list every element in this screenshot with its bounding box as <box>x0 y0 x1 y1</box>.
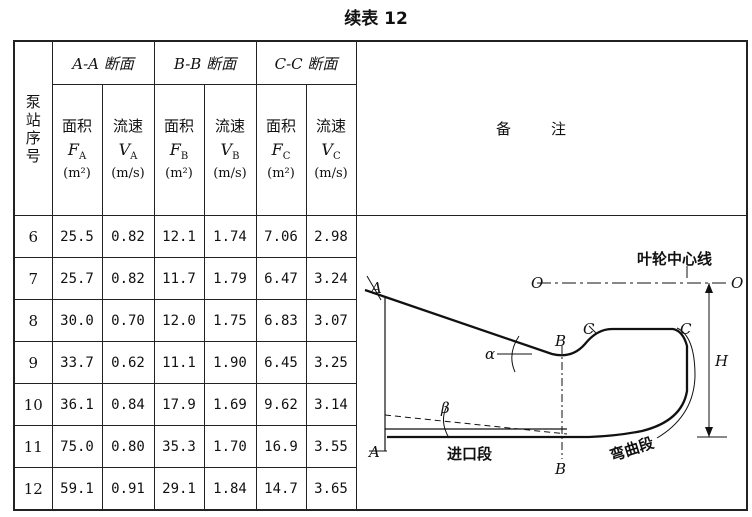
area-c: 6.47 <box>255 257 307 300</box>
h-arrow-top <box>704 283 713 293</box>
table-row: 12 59.1 0.91 29.1 1.84 14.7 3.65 <box>13 467 747 511</box>
speed-a: 0.70 <box>101 299 155 342</box>
area-c: 7.06 <box>255 215 307 258</box>
pump-number: 9 <box>13 341 53 384</box>
inlet-label: 进口段 <box>447 445 492 463</box>
o-left-label: O <box>531 274 543 292</box>
area-b: 12.0 <box>153 299 205 342</box>
speed-a: 0.80 <box>101 425 155 468</box>
pump-number: 10 <box>13 383 53 426</box>
pump-number-header: 泵站序号 <box>13 40 53 216</box>
section-c-left-tick <box>588 325 597 335</box>
area-a: 75.0 <box>51 425 103 468</box>
speed-b: 1.70 <box>203 425 257 468</box>
bend-label: 弯曲段 <box>607 434 655 465</box>
table-row: 8 30.0 0.70 12.0 1.75 6.83 3.07 <box>13 299 747 342</box>
area-a: 36.1 <box>51 383 103 426</box>
pump-number-label: 泵站序号 <box>25 92 41 165</box>
section-a-header: A-A 断面 <box>51 40 155 85</box>
speed-c: 3.65 <box>305 467 357 511</box>
area-b: 11.7 <box>153 257 205 300</box>
h-label: H <box>714 352 729 370</box>
speed-c: 3.25 <box>305 341 357 384</box>
table-title: 续表 12 <box>344 9 408 29</box>
pump-number: 11 <box>13 425 53 468</box>
speed-c: 3.24 <box>305 257 357 300</box>
area-a: 25.7 <box>51 257 103 300</box>
speed-b: 1.90 <box>203 341 257 384</box>
table-row: 7 25.7 0.82 11.7 1.79 6.47 3.24 <box>13 257 747 300</box>
table-row: 10 36.1 0.84 17.9 1.69 9.62 3.14 <box>13 383 747 426</box>
impeller-center-label: 叶轮中心线 <box>637 250 712 268</box>
speed-c: 3.14 <box>305 383 357 426</box>
area-b: 12.1 <box>153 215 205 258</box>
speed-c: 2.98 <box>305 215 357 258</box>
area-a: 33.7 <box>51 341 103 384</box>
area-c: 6.45 <box>255 341 307 384</box>
table-row: 11 75.0 0.80 35.3 1.70 16.9 3.55 <box>13 425 747 468</box>
area-b: 11.1 <box>153 341 205 384</box>
table-row: 6 25.5 0.82 12.1 1.74 7.06 2.98 <box>13 215 747 511</box>
speed-b: 1.84 <box>203 467 257 511</box>
b-bottom-label: B <box>554 460 566 478</box>
speed-c-header: 流速 VC (m/s) <box>305 84 357 216</box>
speed-b: 1.79 <box>203 257 257 300</box>
section-c-header: C-C 断面 <box>255 40 357 85</box>
section-b-header: B-B 断面 <box>153 40 257 85</box>
speed-a: 0.82 <box>101 257 155 300</box>
c-left-label: C <box>583 320 595 338</box>
pump-number: 8 <box>13 299 53 342</box>
o-right-label: O <box>731 274 743 292</box>
channel-outline <box>364 288 688 439</box>
area-a: 25.5 <box>51 215 103 258</box>
flow-channel-diagram: O O A A B B C C α β H 叶轮中心线 进口段 弯曲段 <box>355 215 747 511</box>
pump-number: 12 <box>13 467 53 511</box>
pump-number: 7 <box>13 257 53 300</box>
area-c: 14.7 <box>255 467 307 511</box>
pump-number: 6 <box>13 215 53 258</box>
alpha-arc <box>510 335 519 373</box>
beta-reference-line <box>384 414 567 435</box>
area-c-header: 面积 FC (m²) <box>255 84 307 216</box>
diagram-svg: O O A A B B C C α β H 叶轮中心线 进口段 弯曲段 <box>364 250 743 478</box>
area-b: 29.1 <box>153 467 205 511</box>
area-c: 6.83 <box>255 299 307 342</box>
c-right-label: C <box>680 320 692 338</box>
data-table: 泵站序号 A-A 断面 B-B 断面 C-C 断面 备注 面积 FA (m²) … <box>13 40 748 511</box>
area-b: 17.9 <box>153 383 205 426</box>
area-b-header: 面积 FB (m²) <box>153 84 205 216</box>
speed-a: 0.62 <box>101 341 155 384</box>
beta-label: β <box>440 399 450 417</box>
speed-c: 3.55 <box>305 425 357 468</box>
speed-b: 1.75 <box>203 299 257 342</box>
h-arrow-bottom <box>704 427 713 437</box>
area-a-header: 面积 FA (m²) <box>51 84 103 216</box>
area-a: 59.1 <box>51 467 103 511</box>
speed-a: 0.84 <box>101 383 155 426</box>
speed-a: 0.82 <box>101 215 155 258</box>
beta-arc <box>442 405 449 439</box>
speed-b: 1.69 <box>203 383 257 426</box>
speed-c: 3.07 <box>305 299 357 342</box>
section-a-top-tick <box>366 275 381 301</box>
area-b: 35.3 <box>153 425 205 468</box>
area-c: 16.9 <box>255 425 307 468</box>
speed-a-header: 流速 VA (m/s) <box>101 84 155 216</box>
speed-b: 1.74 <box>203 215 257 258</box>
area-c: 9.62 <box>255 383 307 426</box>
speed-b-header: 流速 VB (m/s) <box>203 84 257 216</box>
b-top-label: B <box>554 332 566 350</box>
speed-a: 0.91 <box>101 467 155 511</box>
remarks-header: 备注 <box>355 40 747 216</box>
section-c-arc <box>656 327 696 439</box>
area-a: 30.0 <box>51 299 103 342</box>
a-bottom-label: A <box>367 443 380 461</box>
a-top-label: A <box>369 279 382 297</box>
alpha-label: α <box>485 345 495 363</box>
